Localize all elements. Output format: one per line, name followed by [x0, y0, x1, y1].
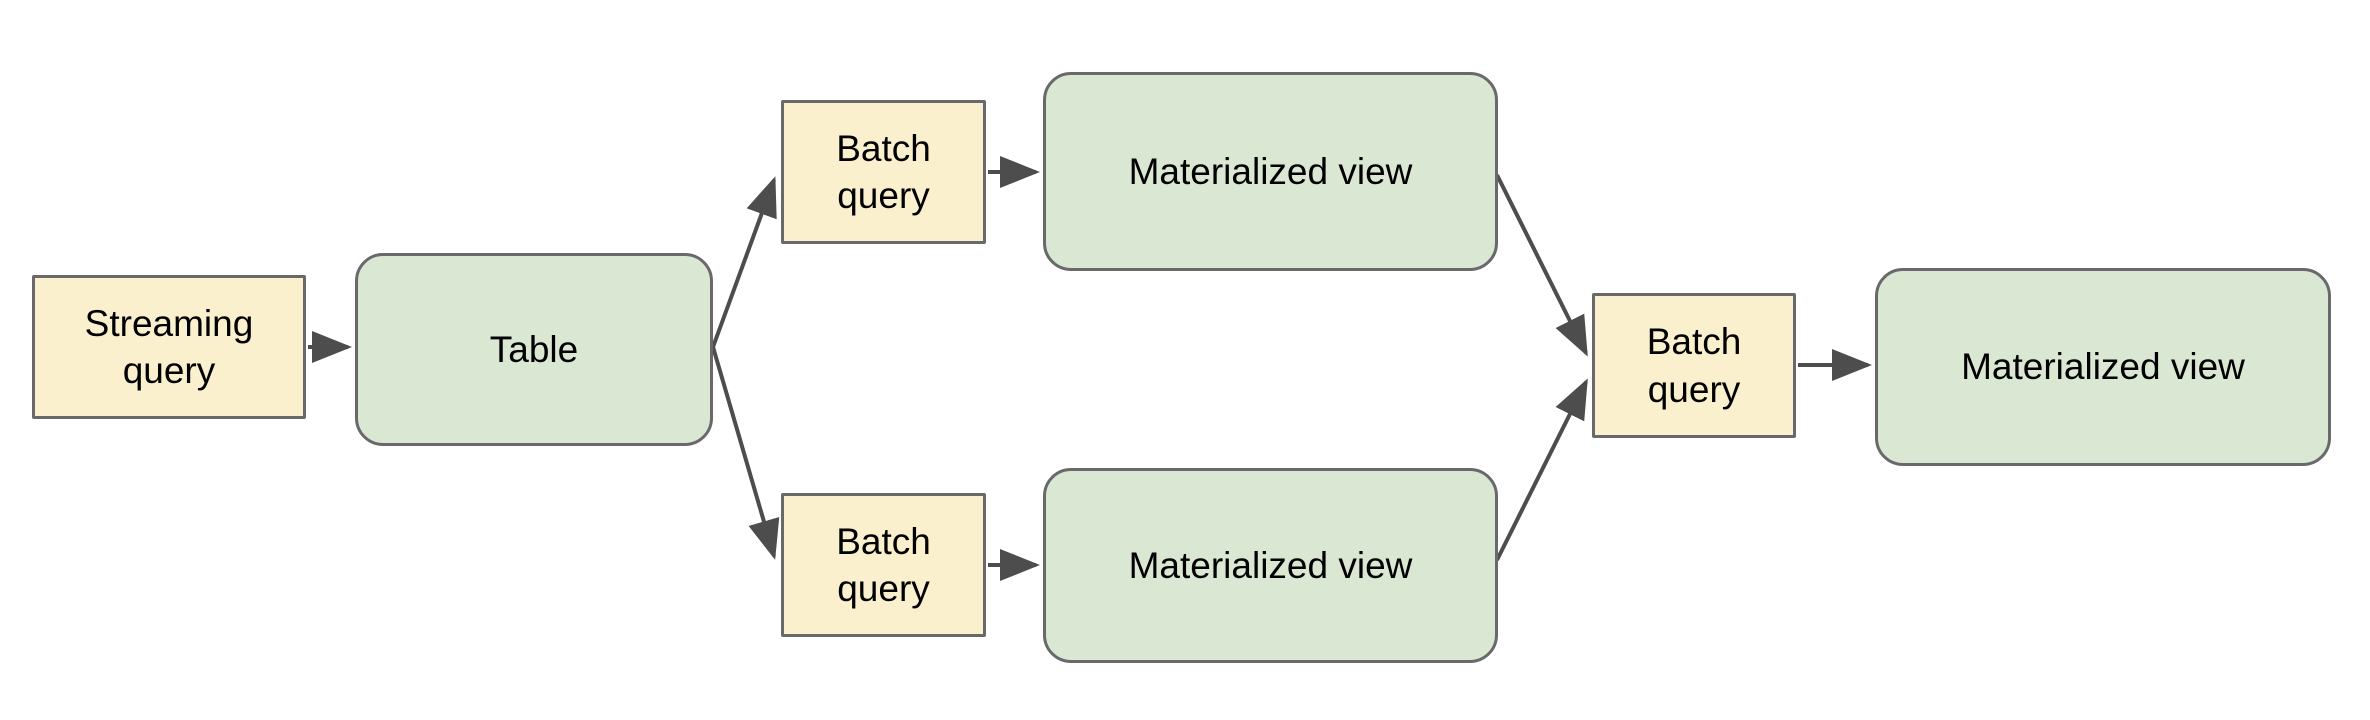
edge-mv-top-to-batch-join [1495, 174, 1588, 357]
node-label-materialized-view-top: Materialized view [1128, 150, 1413, 192]
node-label-batch-query-bottom: Batch query [836, 520, 931, 609]
node-batch-query-top[interactable]: Batch query [781, 100, 986, 244]
node-label-streaming-query: Streaming query [84, 302, 254, 391]
node-materialized-view-bottom[interactable]: Materialized view [1043, 468, 1498, 663]
node-label-table: Table [489, 328, 579, 370]
edge-table-to-batch-bottom [711, 346, 780, 560]
node-label-materialized-view-bottom: Materialized view [1128, 544, 1413, 586]
node-materialized-view-final[interactable]: Materialized view [1875, 268, 2331, 466]
node-materialized-view-top[interactable]: Materialized view [1043, 72, 1498, 271]
edge-mv-bottom-to-batch-join [1495, 378, 1588, 561]
node-batch-query-bottom[interactable]: Batch query [781, 493, 986, 637]
node-batch-query-join[interactable]: Batch query [1592, 293, 1796, 438]
node-streaming-query[interactable]: Streaming query [32, 275, 306, 419]
node-label-materialized-view-final: Materialized view [1961, 346, 2245, 388]
edge-table-to-batch-top [711, 176, 777, 348]
node-label-batch-query-top: Batch query [836, 127, 931, 216]
node-label-batch-query-join: Batch query [1646, 321, 1742, 410]
node-table[interactable]: Table [355, 253, 713, 446]
